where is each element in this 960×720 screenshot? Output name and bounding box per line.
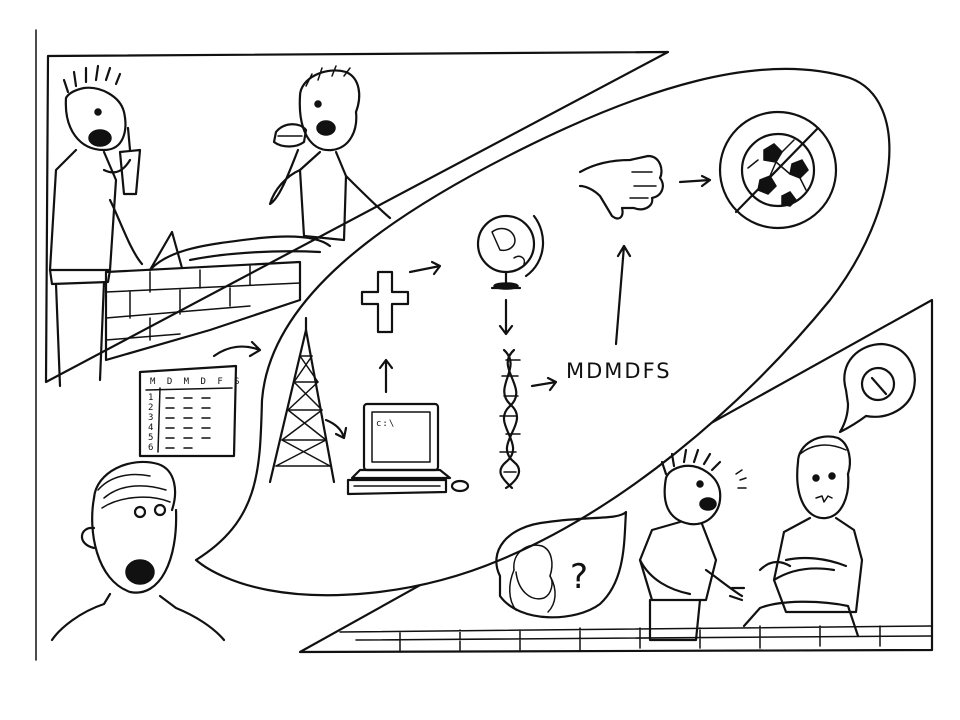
calendar-row-1: 1 bbox=[148, 393, 156, 403]
person-eating-sandwich bbox=[268, 65, 392, 242]
calendar-row-4: 4 bbox=[148, 423, 156, 433]
calendar-row-6: 6 bbox=[148, 443, 156, 453]
speech-bubble-right bbox=[838, 342, 916, 434]
arrow-globe-to-dna bbox=[498, 298, 514, 336]
globe-icon bbox=[476, 214, 545, 290]
cross-icon bbox=[360, 270, 410, 334]
calendar-row-5: 5 bbox=[148, 433, 156, 443]
clock-icon bbox=[860, 366, 896, 402]
question-mark: ? bbox=[570, 557, 588, 597]
woman-face-icon bbox=[509, 544, 556, 613]
calendar: M D M D F S 1 2 3 4 5 6 bbox=[138, 364, 243, 458]
boy-thinking bbox=[50, 460, 226, 642]
calendar-row-2: 2 bbox=[148, 403, 156, 413]
brick-wall bbox=[104, 260, 302, 362]
arrow-tower-to-computer bbox=[324, 418, 348, 440]
lying-figure bbox=[148, 230, 332, 272]
arrow-calendar-to-tower bbox=[212, 340, 262, 358]
calendar-rows: 1 2 3 4 5 6 bbox=[148, 393, 156, 453]
person-listening bbox=[742, 435, 864, 638]
person-talking bbox=[638, 448, 747, 642]
thumbs-down-icon bbox=[578, 154, 664, 220]
monitor-text: c:\ bbox=[376, 419, 395, 429]
arrow-cross-to-globe bbox=[408, 260, 442, 276]
speech-bubble-left: ? bbox=[495, 510, 628, 619]
top-left-panel bbox=[35, 29, 670, 661]
calendar-header: M D M D F S bbox=[150, 377, 243, 387]
thought-text: MDMDFS bbox=[566, 359, 672, 383]
dna-icon bbox=[499, 348, 521, 490]
arrow-dna-to-text bbox=[530, 376, 558, 392]
calendar-row-3: 3 bbox=[148, 413, 156, 423]
bottom-brick-wall bbox=[339, 625, 933, 653]
arrow-thumb-to-ball bbox=[678, 174, 712, 188]
thought-bubble bbox=[194, 67, 891, 597]
no-soccer-icon bbox=[718, 110, 838, 230]
arrow-computer-to-cross bbox=[378, 358, 394, 394]
arrow-text-to-thumb bbox=[614, 244, 632, 346]
computer-icon: c:\ bbox=[346, 402, 470, 496]
radio-tower-icon bbox=[268, 316, 336, 484]
person-drinking bbox=[48, 64, 144, 388]
